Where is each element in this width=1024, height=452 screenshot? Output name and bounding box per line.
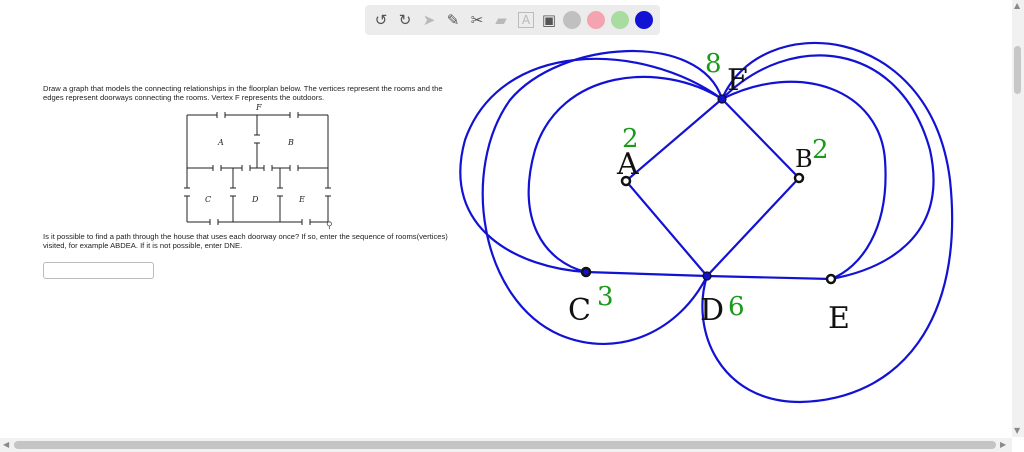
floorplan-room-a: A [217,138,224,147]
degree-label-d: 6 [728,292,745,322]
vertex-label-e: E [828,301,850,336]
image-icon[interactable]: ▣ [541,10,557,29]
scroll-left-icon[interactable]: ◀ [3,440,10,449]
question-prompt: Is it possible to find a path through th… [43,232,448,251]
degree-label-c: 3 [597,282,614,312]
text-icon[interactable]: A [518,12,534,28]
tools-icon[interactable]: ✂ [470,10,484,29]
scroll-up-icon[interactable]: ▲ [1014,1,1021,10]
vertex-label-b: B [795,145,813,173]
edge-f-b [720,97,801,180]
pointer-icon[interactable]: ➤ [422,10,436,29]
undo-icon[interactable]: ↺ [374,10,388,29]
color-swatch-gray[interactable] [563,11,581,29]
vertex-d-dot [702,271,712,281]
vertex-label-f: F [727,63,748,98]
scroll-down-icon[interactable]: ▼ [1014,426,1021,435]
pen-icon[interactable]: ✎ [446,10,460,29]
edge-f-c-2 [459,57,724,274]
horizontal-scrollbar[interactable]: ◀ ▶ [0,438,1012,452]
edge-f-a [624,97,724,183]
edge-f-e-1 [720,80,887,281]
vertex-e-dot [825,273,837,285]
highlighter-icon[interactable]: ▰ [495,10,507,29]
vertex-label-c: C [568,293,591,328]
edge-f-c-1 [527,75,724,274]
floorplan-room-e: E [298,195,305,204]
vertex-f-dot [717,94,727,104]
edge-f-e-2 [720,54,935,281]
vertex-b-dot [793,172,805,184]
drawing-toolbar: ↺ ↻ ➤ ✎ ✂ ▰ A ▣ [365,5,660,35]
vertex-a-dot [620,175,632,187]
vertex-label-d: D [700,293,724,328]
redo-icon[interactable]: ↻ [398,10,412,29]
search-icon: ⚲ [326,221,333,231]
floorplan-room-d: D [251,195,259,204]
floorplan-label-outdoor: F [255,103,262,112]
vertical-scroll-thumb[interactable] [1014,46,1021,94]
edge-f-c-outer [481,50,724,345]
scroll-right-icon[interactable]: ▶ [1000,440,1007,449]
vertical-scrollbar[interactable]: ▲ ▼ [1012,0,1024,437]
color-swatch-blue[interactable] [635,11,653,29]
degree-label-f: 8 [705,49,722,79]
edge-a-d [624,179,709,278]
answer-input[interactable] [43,262,154,279]
edge-f-d-outer [701,42,954,404]
edge-b-d [705,176,801,278]
floorplan-room-b: B [287,138,294,147]
degree-label-b: 2 [812,135,829,165]
question-intro: Draw a graph that models the connecting … [43,84,443,103]
floorplan-diagram: F A B C D E [184,103,331,225]
degree-label-a: 2 [622,124,639,154]
edge-d-e [705,274,833,281]
vertex-c-dot [580,266,592,278]
drawn-graph: F A B C D E 8 2 2 3 6 [459,42,954,404]
horizontal-scroll-thumb[interactable] [14,441,996,449]
color-swatch-green[interactable] [611,11,629,29]
vertex-label-a: A [616,147,639,182]
floorplan-room-c: C [205,195,211,204]
color-swatch-pink[interactable] [587,11,605,29]
edge-c-d [584,270,709,278]
